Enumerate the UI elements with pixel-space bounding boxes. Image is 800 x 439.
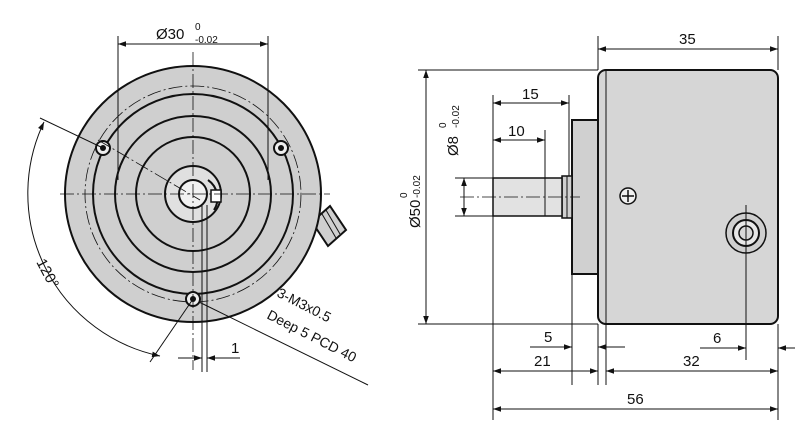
connector	[310, 204, 348, 248]
side-dim-5: 5	[544, 329, 552, 346]
front-view: Ø30 0 -0.02 120° 1 3-M3x0.5 Deep 5 PCD 4…	[27, 22, 369, 386]
side-dim-10: 10	[508, 123, 525, 140]
side-view: 35 15 10 Ø8 0 -0.02 Ø50 0 -0.02 5	[399, 31, 795, 420]
front-dim-diameter-30: Ø30	[156, 26, 184, 43]
side-dim-32: 32	[683, 353, 700, 370]
side-dim-56: 56	[627, 391, 644, 408]
side-dim-21: 21	[534, 353, 551, 370]
side-flange	[571, 119, 599, 275]
side-dim-35: 35	[679, 31, 696, 48]
side-dim-6: 6	[713, 330, 721, 347]
side-dim-tol50-upper: 0	[399, 192, 410, 198]
screw-icon	[619, 187, 637, 205]
side-dim-tol8-upper: 0	[438, 122, 449, 128]
side-dim-shaft-diameter: Ø8	[445, 136, 462, 156]
side-dim-tol50-lower: -0.02	[412, 175, 423, 198]
front-dim-tol30-upper: 0	[195, 22, 201, 33]
side-dim-body-diameter: Ø50	[407, 200, 424, 228]
angle-arc	[27, 121, 161, 358]
side-dim-tol8-lower: -0.02	[451, 105, 462, 128]
mounting-hole-right	[273, 140, 289, 156]
side-dim-15: 15	[522, 86, 539, 103]
front-dim-tol30-lower: -0.02	[195, 35, 218, 46]
front-dim-offset: 1	[231, 340, 239, 357]
front-dim-angle: 120°	[32, 256, 62, 291]
